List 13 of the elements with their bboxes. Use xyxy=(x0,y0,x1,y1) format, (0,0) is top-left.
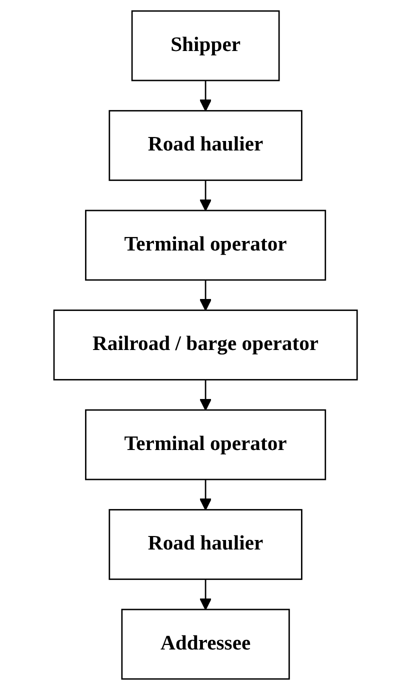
node-box: Terminal operator xyxy=(84,409,326,480)
node-box: Shipper xyxy=(131,10,280,82)
arrow xyxy=(199,80,212,112)
arrow xyxy=(199,180,212,212)
node-box: Road haulier xyxy=(108,509,302,580)
node-box: Addressee xyxy=(121,608,290,680)
arrow xyxy=(199,479,212,510)
arrow xyxy=(199,579,212,610)
arrow xyxy=(199,280,212,311)
node-box: Railroad / barge operator xyxy=(53,310,358,380)
arrow xyxy=(199,380,212,411)
node-box: Terminal operator xyxy=(84,210,326,281)
node-box: Road haulier xyxy=(108,110,302,181)
